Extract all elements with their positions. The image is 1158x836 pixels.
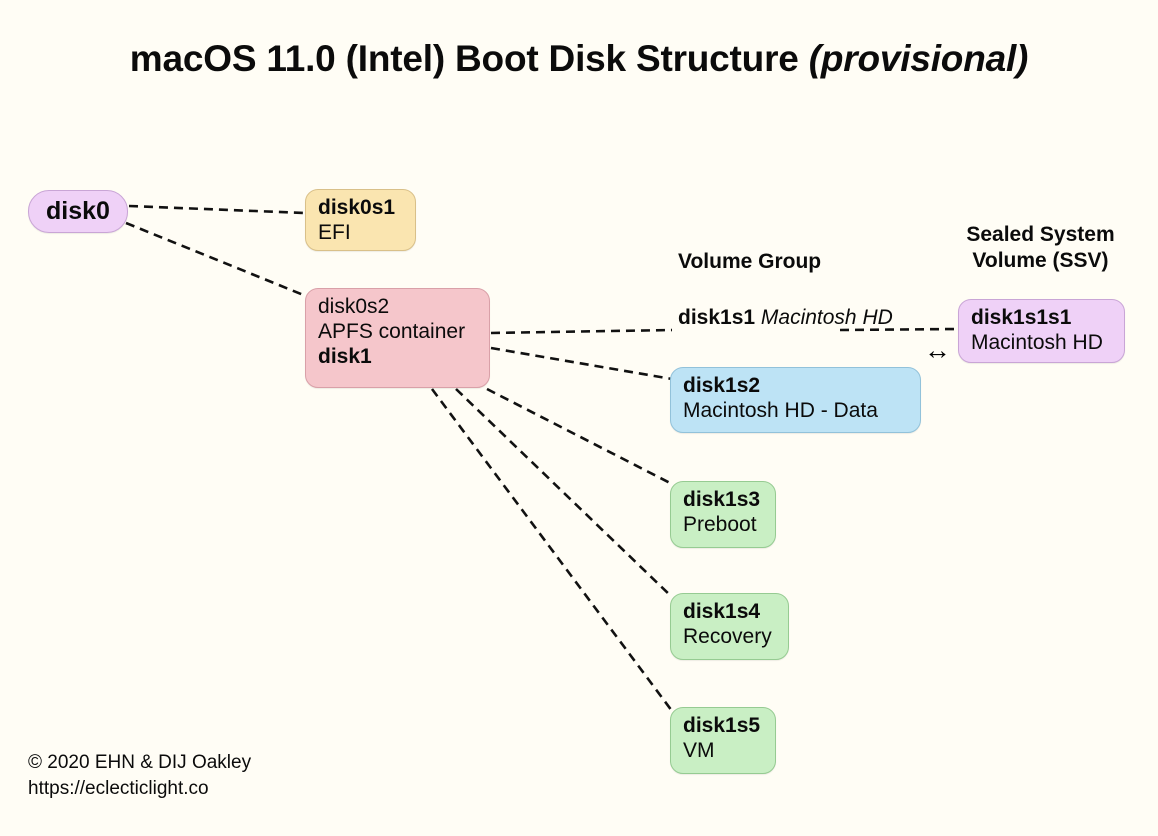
footer-url: https://eclecticlight.co [28,778,209,800]
node-disk1s4-identifier: disk1s4 [683,600,761,623]
page-title: macOS 11.0 (Intel) Boot Disk Structure (… [0,38,1158,80]
node-disk0s2-container-identifier: disk1 [318,344,372,368]
caption-ssv-line2: Volume (SSV) [972,248,1109,272]
node-disk1s4-label: Recovery [683,624,772,648]
caption-volume-group: Volume Group [678,250,822,273]
node-disk0s1-label: EFI [318,220,351,244]
node-disk0s2-identifier: disk0s2 [318,295,390,318]
caption-ssv-line1: Sealed System [966,223,1115,246]
bidirectional-arrow-icon: ↔ [924,335,951,365]
node-disk0s1-identifier: disk0s1 [318,196,396,219]
node-disk1s2[interactable]: disk1s2 Macintosh HD - Data [670,367,921,433]
node-disk1s2-label: Macintosh HD - Data [683,398,878,422]
node-disk1s5-label: VM [683,738,715,762]
edge-disk0-to-disk0s1 [128,204,306,215]
edge-disk0s2-to-disk1s3 [486,387,673,486]
node-disk1s1s1-identifier: disk1s1s1 [971,306,1072,329]
title-main: macOS 11.0 (Intel) Boot Disk Structure [129,38,799,79]
edge-disk0s2-to-disk1s5 [430,388,674,712]
node-disk0s1[interactable]: disk0s1 EFI [305,189,416,251]
edge-disk0s2-to-disk1s2 [490,346,673,381]
node-disk1s4[interactable]: disk1s4 Recovery [670,593,789,660]
node-disk1s1s1-label: Macintosh HD [971,330,1103,354]
node-disk1s1-label: Macintosh HD [760,306,893,329]
node-disk1s3-identifier: disk1s3 [683,488,761,511]
node-disk1s3-label: Preboot [683,512,757,536]
node-disk0s2[interactable]: disk0s2 APFS container disk1 [305,288,490,388]
footer-copyright: © 2020 EHN & DIJ Oakley [28,752,252,773]
node-disk1s5[interactable]: disk1s5 VM [670,707,776,774]
edge-disk0-to-disk0s2 [125,221,307,298]
edge-disk0s2-to-disk1s1 [490,328,673,335]
node-disk1s2-identifier: disk1s2 [683,374,761,397]
caption-sealed-system-volume: Sealed System Volume (SSV) [938,222,1143,273]
title-qualifier: (provisional) [808,38,1029,79]
node-disk1s1s1[interactable]: disk1s1s1 Macintosh HD [958,299,1125,363]
edge-disk0s2-to-disk1s4 [455,388,673,598]
node-disk1s5-identifier: disk1s5 [683,714,761,737]
node-disk0s2-label: APFS container [318,319,466,343]
node-disk1s3[interactable]: disk1s3 Preboot [670,481,776,548]
node-disk0-identifier: disk0 [46,196,110,225]
node-disk1s1[interactable]: disk1s1 Macintosh HD [678,306,893,331]
footer: © 2020 EHN & DIJ Oakley https://eclectic… [28,750,251,802]
node-disk1s1-identifier: disk1s1 [678,306,756,329]
node-disk0[interactable]: disk0 [28,190,128,233]
